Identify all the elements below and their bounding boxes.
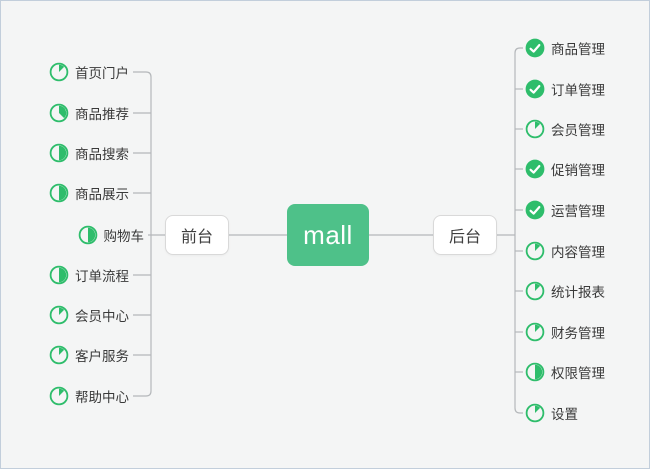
task-progress-icon xyxy=(49,345,69,365)
mindmap-topic[interactable]: 帮助中心 xyxy=(49,384,129,408)
mindmap-topic[interactable]: 财务管理 xyxy=(525,320,605,344)
task-progress-icon xyxy=(525,322,545,342)
branch-node-backend[interactable]: 后台 xyxy=(433,215,497,255)
topic-label: 内容管理 xyxy=(551,245,605,260)
mindmap-topic[interactable]: 商品管理 xyxy=(525,36,605,60)
topic-label: 会员中心 xyxy=(75,309,129,324)
task-progress-icon xyxy=(525,119,545,139)
mindmap-topic[interactable]: 商品展示 xyxy=(49,181,129,205)
mindmap-topic[interactable]: 统计报表 xyxy=(525,279,605,303)
mindmap-topic[interactable]: 客户服务 xyxy=(49,343,129,367)
mindmap-topic[interactable]: 首页门户 xyxy=(49,60,129,84)
task-progress-icon xyxy=(525,241,545,261)
topic-label: 购物车 xyxy=(103,229,145,244)
mindmap-topic[interactable]: 会员中心 xyxy=(49,303,129,327)
task-progress-icon xyxy=(49,143,69,163)
task-progress-icon xyxy=(49,62,69,82)
branch-node-label: 前台 xyxy=(180,229,213,246)
mindmap-topic[interactable]: 订单管理 xyxy=(525,77,605,101)
topic-label: 帮助中心 xyxy=(75,390,129,405)
topic-label: 商品搜索 xyxy=(75,147,129,162)
topic-label: 统计报表 xyxy=(551,285,605,300)
task-progress-icon xyxy=(49,386,69,406)
task-progress-icon xyxy=(525,362,545,382)
topic-label: 首页门户 xyxy=(75,66,129,81)
topic-label: 订单管理 xyxy=(551,83,605,98)
task-progress-icon xyxy=(49,305,69,325)
task-progress-icon xyxy=(525,159,545,179)
central-topic-label: mall xyxy=(303,219,353,250)
topic-label: 商品管理 xyxy=(551,42,605,57)
mindmap-topic[interactable]: 内容管理 xyxy=(525,239,605,263)
mindmap-topic[interactable]: 运营管理 xyxy=(525,198,605,222)
task-progress-icon xyxy=(525,38,545,58)
topic-label: 客户服务 xyxy=(75,349,129,364)
mindmap-topic[interactable]: 促销管理 xyxy=(525,157,605,181)
task-progress-icon xyxy=(525,281,545,301)
mindmap-topic[interactable]: 购物车 xyxy=(78,223,145,247)
topic-label: 权限管理 xyxy=(551,366,605,381)
task-progress-icon xyxy=(78,225,98,245)
mindmap-topic[interactable]: 会员管理 xyxy=(525,117,605,141)
mindmap-topic[interactable]: 商品推荐 xyxy=(49,101,129,125)
branch-node-frontend[interactable]: 前台 xyxy=(165,215,229,255)
topic-label: 促销管理 xyxy=(551,163,605,178)
task-progress-icon xyxy=(49,265,69,285)
task-progress-icon xyxy=(525,403,545,423)
topic-label: 会员管理 xyxy=(551,123,605,138)
task-progress-icon xyxy=(49,183,69,203)
topic-label: 财务管理 xyxy=(551,326,605,341)
task-progress-icon xyxy=(525,200,545,220)
central-topic-mall[interactable]: mall xyxy=(287,204,369,266)
topic-label: 设置 xyxy=(551,407,578,422)
topic-label: 订单流程 xyxy=(75,269,129,284)
mindmap-topic[interactable]: 商品搜索 xyxy=(49,141,129,165)
topic-label: 商品展示 xyxy=(75,187,129,202)
mindmap-topic[interactable]: 订单流程 xyxy=(49,263,129,287)
branch-node-label: 后台 xyxy=(448,229,481,246)
task-progress-icon xyxy=(525,79,545,99)
mindmap-topic[interactable]: 设置 xyxy=(525,401,578,425)
task-progress-icon xyxy=(49,103,69,123)
mindmap-topic[interactable]: 权限管理 xyxy=(525,360,605,384)
topic-label: 运营管理 xyxy=(551,204,605,219)
topic-label: 商品推荐 xyxy=(75,107,129,122)
